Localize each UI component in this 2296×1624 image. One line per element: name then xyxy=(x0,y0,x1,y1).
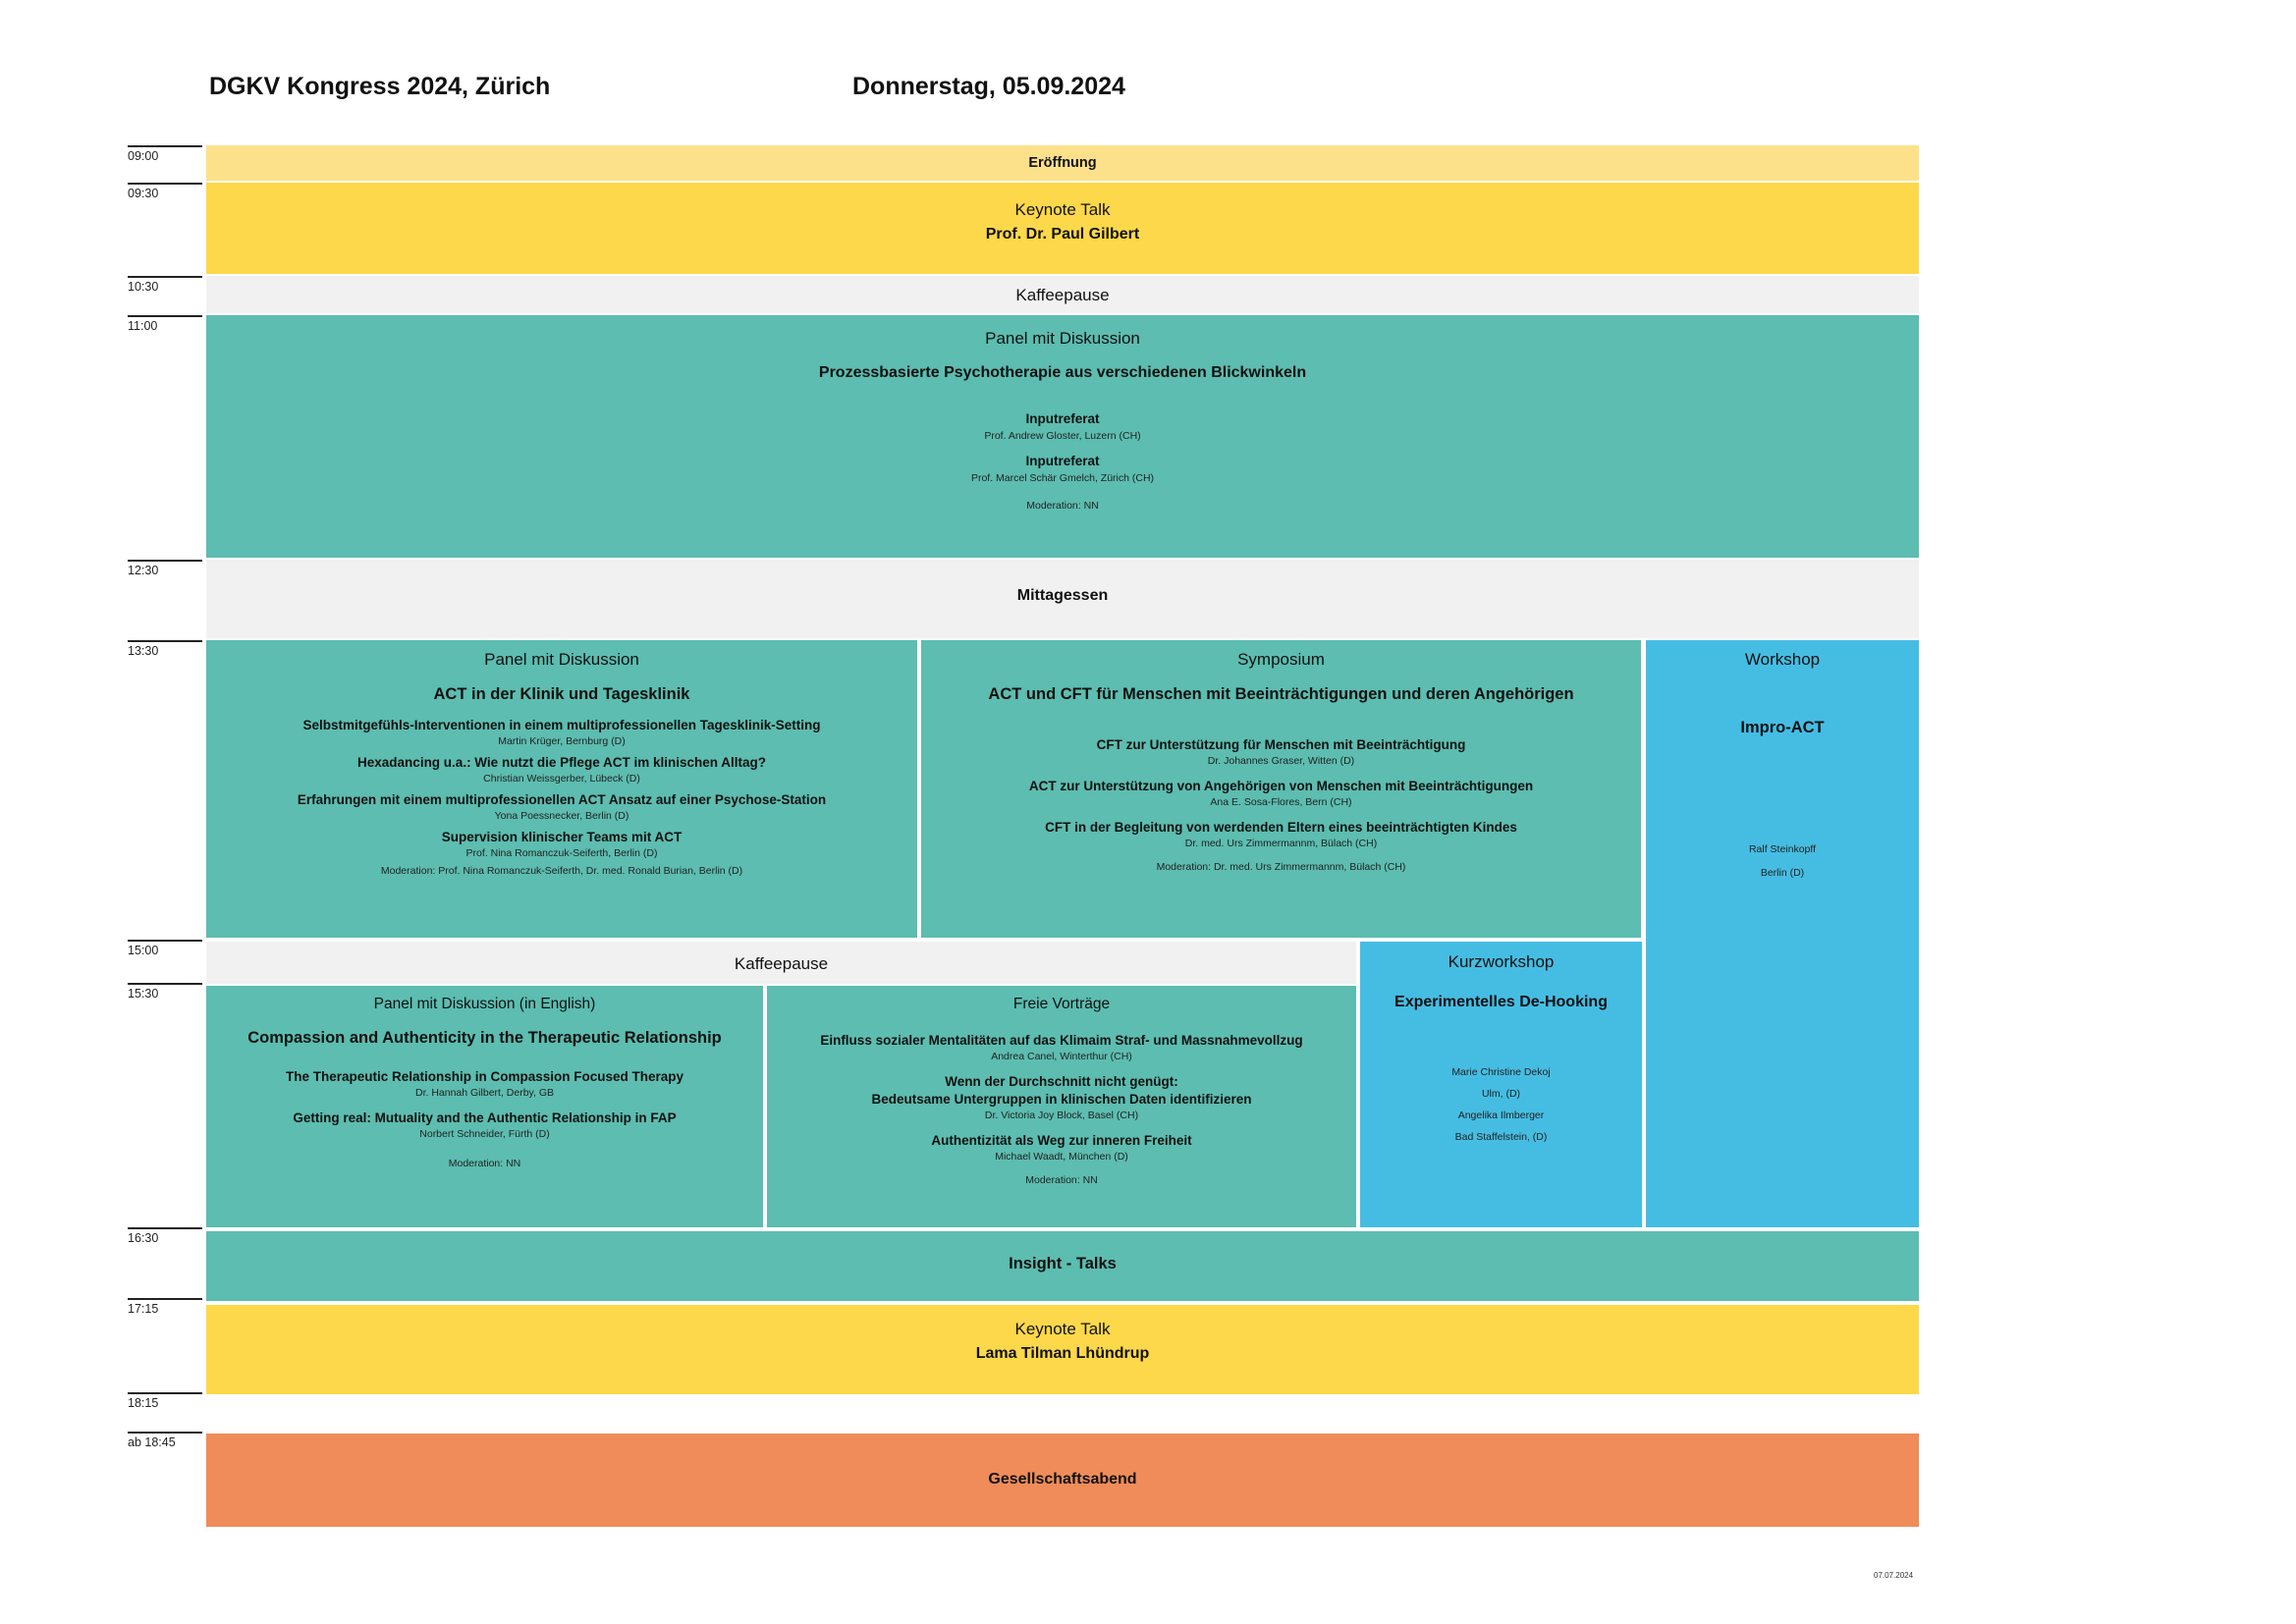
talk-speaker: Andrea Canel, Winterthur (CH) xyxy=(991,1051,1132,1062)
time-label: 09:00 xyxy=(128,145,202,163)
talk-title: CFT in der Begleitung von werdenden Elte… xyxy=(1045,820,1517,835)
session-title: ACT und CFT für Menschen mit Beeinträcht… xyxy=(988,685,1574,703)
talk-speaker: Dr. med. Urs Zimmermannm, Bülach (CH) xyxy=(1184,838,1378,849)
keynote-category: Keynote Talk xyxy=(1014,1320,1111,1338)
time-label: 10:30 xyxy=(128,276,202,294)
session-title: Prozessbasierte Psychotherapie aus versc… xyxy=(818,364,1307,381)
insight-talks-block: Insight - Talks xyxy=(206,1231,1919,1301)
kurzworkshop-line: Bad Staffelstein, (D) xyxy=(1454,1131,1548,1143)
session-category: Kurzworkshop xyxy=(1448,952,1555,971)
opening-block: Eröffnung xyxy=(206,145,1919,181)
day-date: Donnerstag, 05.09.2024 xyxy=(852,73,1125,100)
session-category: Freie Vorträge xyxy=(1012,996,1111,1012)
symposium-block: Symposium ACT und CFT für Menschen mit B… xyxy=(921,640,1641,938)
moderation: Moderation: NN xyxy=(1026,500,1099,512)
time-label: 16:30 xyxy=(128,1227,202,1245)
kurzworkshop-line: Ulm, (D) xyxy=(1481,1088,1521,1100)
talk-speaker: Dr. Johannes Graser, Witten (D) xyxy=(1207,755,1355,767)
talk-title: Inputreferat xyxy=(1025,454,1100,468)
coffee-break-block: Kaffeepause xyxy=(206,942,1356,984)
coffee-break-title: Kaffeepause xyxy=(734,954,829,973)
evening-title: Gesellschaftsabend xyxy=(988,1471,1137,1488)
kurzworkshop-block: Kurzworkshop Experimentelles De-Hooking … xyxy=(1360,942,1642,1227)
moderation: Moderation: Dr. med. Urs Zimmermannm, Bü… xyxy=(1156,861,1406,873)
talk-speaker: Yona Poessnecker, Berlin (D) xyxy=(494,810,629,822)
talk-title: Erfahrungen mit einem multiprofessionell… xyxy=(297,792,827,807)
time-label: 13:30 xyxy=(128,640,202,658)
lunch-title: Mittagessen xyxy=(1016,587,1109,604)
time-label: 18:15 xyxy=(128,1392,202,1410)
time-label: 15:00 xyxy=(128,940,202,957)
congress-title: DGKV Kongress 2024, Zürich xyxy=(209,73,551,100)
coffee-break-title: Kaffeepause xyxy=(1015,286,1110,304)
footer-date: 07.07.2024 xyxy=(1874,1571,1914,1580)
session-title: Experimentelles De-Hooking xyxy=(1394,994,1608,1010)
workshop-speaker: Ralf Steinkopff xyxy=(1748,843,1817,855)
talk-title: ACT zur Unterstützung von Angehörigen vo… xyxy=(1028,779,1534,793)
time-label: 17:15 xyxy=(128,1298,202,1316)
talk-title: Hexadancing u.a.: Wie nutzt die Pflege A… xyxy=(357,755,766,770)
panel-block-2: Panel mit Diskussion ACT in der Klinik u… xyxy=(206,640,917,938)
talk-speaker: Martin Krüger, Bernburg (D) xyxy=(498,735,626,747)
time-label: 09:30 xyxy=(128,183,202,200)
freie-vortraege-block: Freie Vorträge Einfluss sozialer Mentali… xyxy=(767,986,1356,1227)
talk-title: Selbstmitgefühls-Interventionen in einem… xyxy=(302,718,821,732)
kurzworkshop-line: Marie Christine Dekoj xyxy=(1451,1066,1551,1078)
talk-speaker: Ana E. Sosa-Flores, Bern (CH) xyxy=(1210,796,1352,808)
session-title: Impro-ACT xyxy=(1740,719,1825,736)
session-category: Panel mit Diskussion xyxy=(985,329,1140,348)
opening-title: Eröffnung xyxy=(1028,155,1097,171)
session-title: ACT in der Klinik und Tagesklinik xyxy=(433,685,690,703)
moderation: Moderation: NN xyxy=(1025,1174,1098,1186)
time-label: 12:30 xyxy=(128,560,202,577)
talk-speaker: Michael Waadt, München (D) xyxy=(995,1151,1128,1163)
talk-speaker: Prof. Andrew Gloster, Luzern (CH) xyxy=(984,430,1141,442)
lunch-block: Mittagessen xyxy=(206,560,1919,638)
time-label: 11:00 xyxy=(128,315,202,333)
keynote-block-2: Keynote Talk Lama Tilman Lhündrup xyxy=(206,1305,1919,1394)
talk-speaker: Prof. Nina Romanczuk-Seiferth, Berlin (D… xyxy=(465,847,658,859)
panel-block-3: Panel mit Diskussion (in English) Compas… xyxy=(206,986,763,1227)
moderation: Moderation: Prof. Nina Romanczuk-Seifert… xyxy=(380,865,743,877)
talk-speaker: Dr. Victoria Joy Block, Basel (CH) xyxy=(984,1110,1139,1121)
talk-speaker: Dr. Hannah Gilbert, Derby, GB xyxy=(414,1087,555,1099)
session-category: Panel mit Diskussion xyxy=(484,650,639,669)
talk-title: Einfluss sozialer Mentalitäten auf das K… xyxy=(820,1033,1303,1048)
talk-title: CFT zur Unterstützung für Menschen mit B… xyxy=(1096,737,1466,752)
session-category: Symposium xyxy=(1237,650,1325,669)
panel-block-1: Panel mit Diskussion Prozessbasierte Psy… xyxy=(206,315,1919,558)
talk-title: Inputreferat xyxy=(1025,411,1100,426)
talk-speaker: Christian Weissgerber, Lübeck (D) xyxy=(483,773,640,785)
session-category: Workshop xyxy=(1744,650,1821,669)
keynote-block-1: Keynote Talk Prof. Dr. Paul Gilbert xyxy=(206,183,1919,274)
talk-title: The Therapeutic Relationship in Compassi… xyxy=(285,1069,684,1084)
talk-speaker: Prof. Marcel Schär Gmelch, Zürich (CH) xyxy=(970,472,1155,484)
workshop-location: Berlin (D) xyxy=(1760,867,1805,879)
keynote-speaker: Lama Tilman Lhündrup xyxy=(975,1345,1150,1362)
kurzworkshop-line: Angelika Ilmberger xyxy=(1457,1110,1545,1121)
keynote-category: Keynote Talk xyxy=(1014,200,1111,219)
talk-speaker: Norbert Schneider, Fürth (D) xyxy=(419,1128,550,1140)
moderation: Moderation: NN xyxy=(448,1158,521,1169)
insight-title: Insight - Talks xyxy=(1009,1255,1117,1272)
talk-title: Supervision klinischer Teams mit ACT xyxy=(441,830,683,844)
workshop-block: Workshop Impro-ACT Ralf Steinkopff Berli… xyxy=(1646,640,1919,1227)
evening-block: Gesellschaftsabend xyxy=(206,1434,1919,1527)
coffee-break-block: Kaffeepause xyxy=(206,276,1919,313)
talk-title: Authentizität als Weg zur inneren Freihe… xyxy=(931,1133,1192,1148)
keynote-speaker: Prof. Dr. Paul Gilbert xyxy=(985,226,1140,243)
session-title: Compassion and Authenticity in the Thera… xyxy=(247,1029,722,1047)
talk-title-cont: Bedeutsame Untergruppen in klinischen Da… xyxy=(871,1092,1252,1107)
talk-title: Getting real: Mutuality and the Authenti… xyxy=(293,1110,677,1125)
talk-title: Wenn der Durchschnitt nicht genügt: xyxy=(945,1074,1178,1089)
session-category: Panel mit Diskussion (in English) xyxy=(373,996,596,1012)
time-label: 15:30 xyxy=(128,983,202,1001)
time-label: ab 18:45 xyxy=(128,1432,202,1449)
